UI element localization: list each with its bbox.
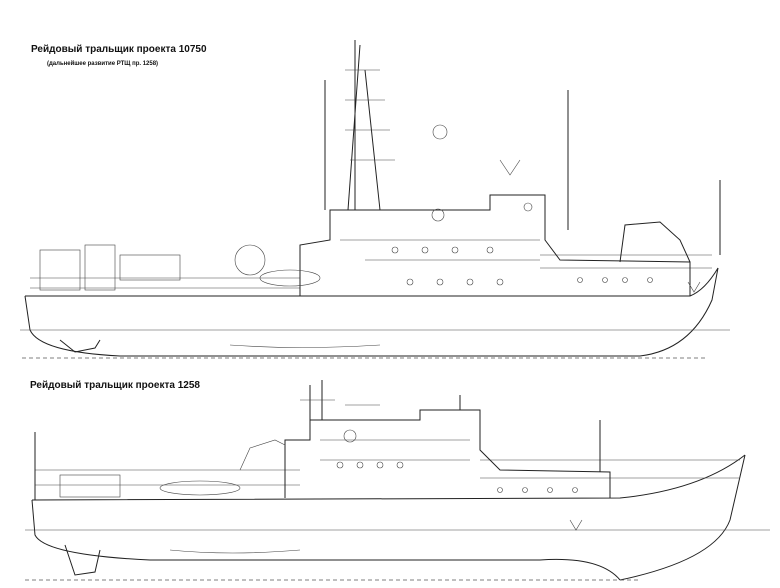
emblem xyxy=(687,281,701,293)
rudder-propeller xyxy=(59,339,101,353)
superstructure xyxy=(284,409,611,498)
railings xyxy=(30,254,712,289)
top-drawing-subtitle: (дальнейшее развитие РТЩ пр. 1258) xyxy=(47,61,159,67)
float xyxy=(159,480,241,496)
antenna xyxy=(499,159,521,176)
hull-outline xyxy=(24,267,719,357)
winch-equipment xyxy=(39,249,81,291)
emblem xyxy=(569,519,583,531)
ship-10750-profile xyxy=(20,40,730,359)
superstructure xyxy=(299,194,691,296)
cable-reel xyxy=(234,244,266,276)
forward-cabin xyxy=(619,221,691,263)
deck-line xyxy=(25,267,719,297)
mast-rigging xyxy=(345,69,395,161)
hull-outline xyxy=(31,454,746,581)
masts xyxy=(324,40,721,255)
superstructure-decks xyxy=(340,239,540,261)
rudder-propeller xyxy=(64,544,101,576)
bottom-drawing-title: Рейдовый тральщик проекта 1258 xyxy=(30,380,200,391)
deck-line xyxy=(31,454,746,501)
float xyxy=(259,269,321,287)
railings xyxy=(35,459,740,486)
bilge-keel xyxy=(229,344,381,348)
ship-1258-profile xyxy=(25,380,770,581)
bilge-keel xyxy=(169,549,301,554)
crane xyxy=(239,439,286,471)
mast-rigging xyxy=(300,399,380,406)
top-drawing-title: Рейдовый тральщик проекта 10750 xyxy=(31,44,207,55)
deck-equipment xyxy=(59,474,121,498)
superstructure-decks xyxy=(320,439,470,461)
